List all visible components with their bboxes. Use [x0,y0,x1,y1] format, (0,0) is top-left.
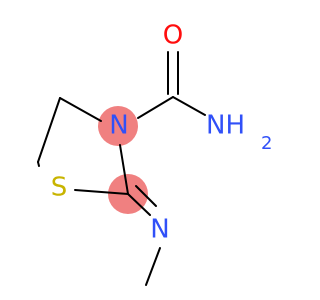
highlight-ring-nitrogen [98,106,138,146]
atom-amide-nitrogen: NH [206,111,245,141]
bond-c2-n-imine-a [127,193,151,216]
atom-sulfur: S [51,173,68,203]
bond-n3-c2 [119,144,129,195]
structure-canvas: O N NH 2 S N [37,21,272,286]
bond-n-imine-methyl [145,247,161,286]
bond-carbonyl-nh2 [172,96,206,116]
molecule-diagram: O N NH 2 S N [37,20,273,286]
atom-ring-nitrogen: N [109,111,128,141]
bond-n3-carbonyl [137,96,174,119]
bond-c4-n3 [59,97,102,122]
bond-c2-n-imine-b [135,185,157,207]
atom-amide-subscript: 2 [261,133,272,154]
bond-c5-s1 [37,161,40,167]
bond-c4-c5 [37,97,61,163]
bond-s1-c2 [74,189,129,195]
atom-imine-nitrogen: N [150,215,169,245]
atom-oxygen: O [163,21,183,51]
